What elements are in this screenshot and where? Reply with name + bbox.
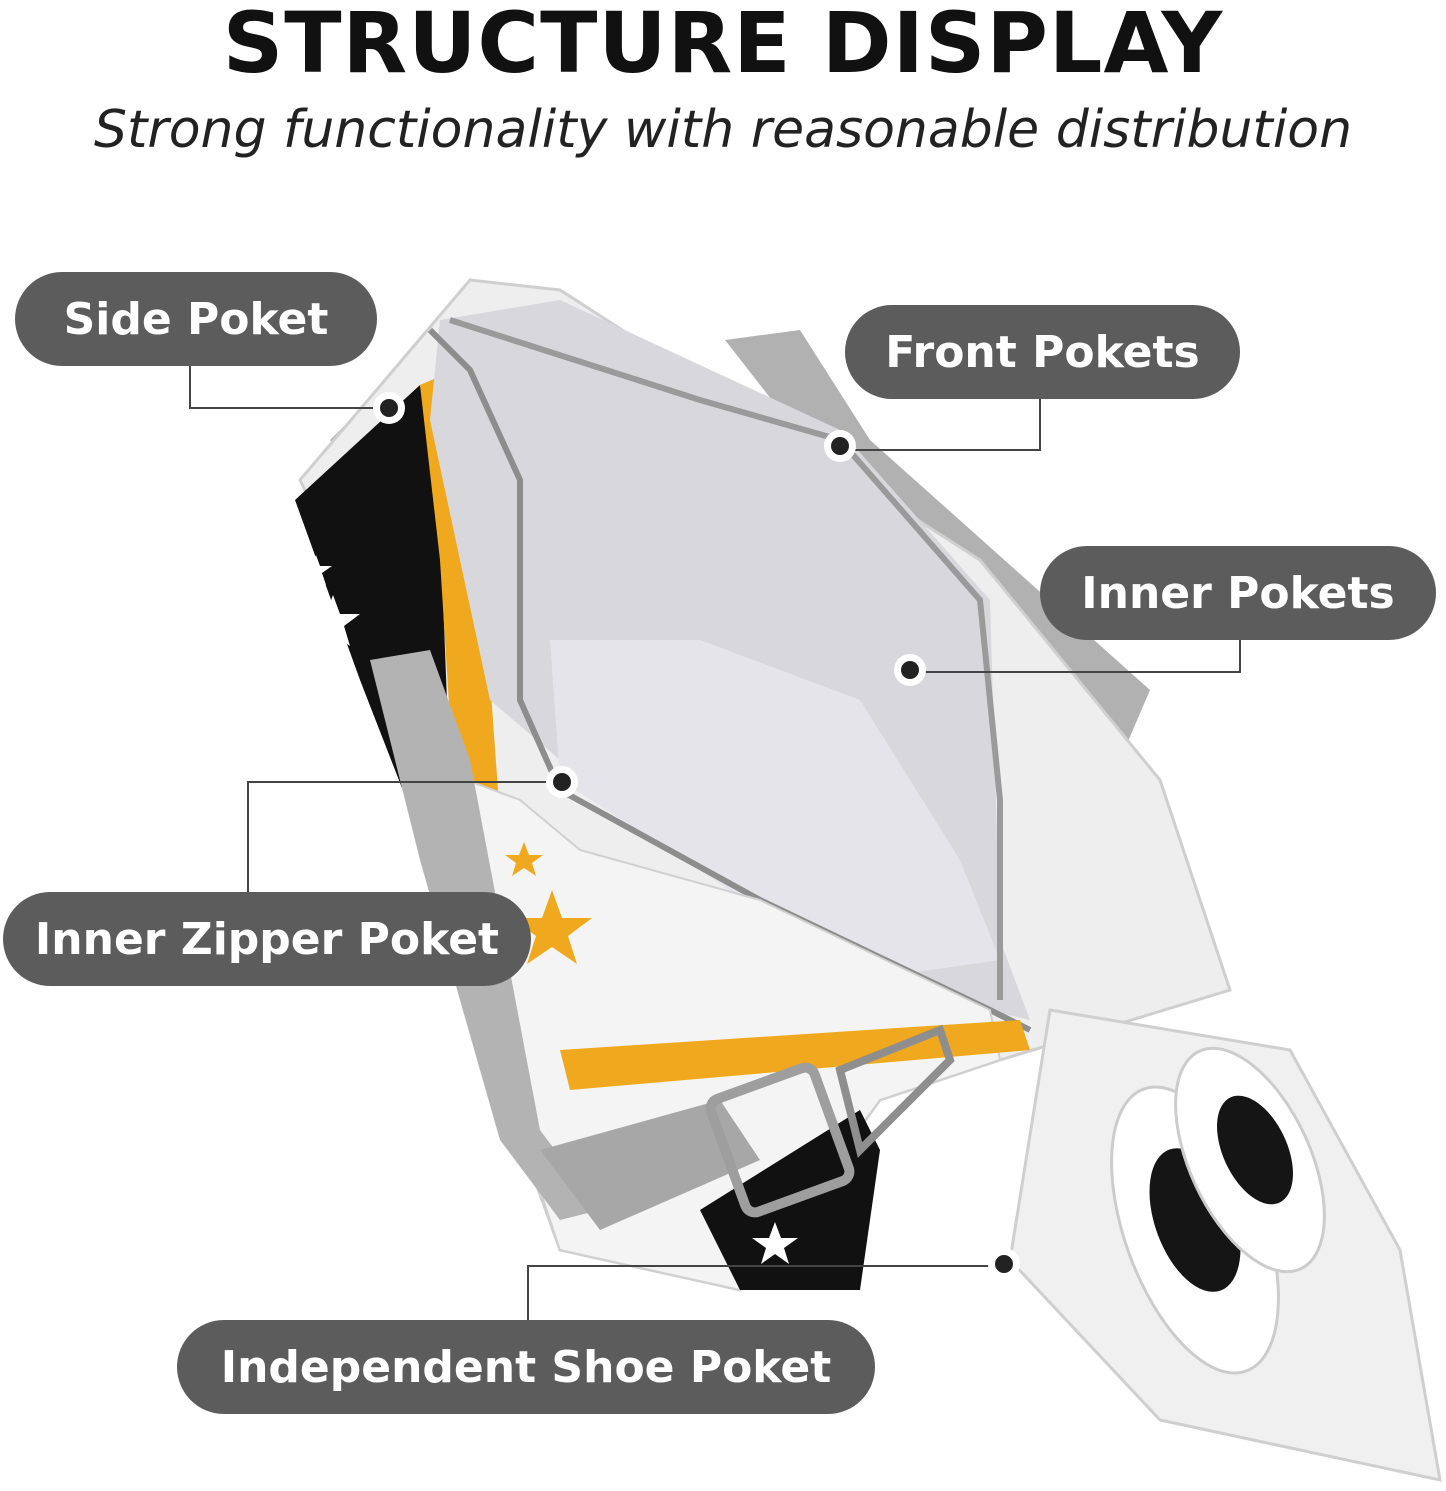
shoe-right-opening (1217, 1095, 1293, 1205)
page-subtitle: Strong functionality with reasonable dis… (93, 100, 1353, 160)
callout-inner-pokets: Inner Pokets (1040, 546, 1436, 640)
callout-side-poket: Side Poket (15, 272, 377, 366)
star-group-front (505, 842, 592, 964)
callout-front-pokets: Front Pokets (845, 305, 1240, 399)
shoulder-strap-lower (540, 1100, 760, 1230)
page-title: STRUCTURE DISPLAY (222, 0, 1224, 92)
callout-label: Inner Zipper Poket (34, 913, 500, 965)
callout-label: Side Poket (63, 293, 329, 345)
callout-independent-shoe-poket: Independent Shoe Poket (177, 1320, 875, 1414)
front-zipper (449, 317, 1003, 1000)
leader-dots (373, 392, 1020, 1280)
callout-label: Independent Shoe Poket (220, 1341, 832, 1393)
callout-label: Inner Pokets (1081, 567, 1395, 619)
callout-inner-zipper-poket: Inner Zipper Poket (3, 892, 531, 986)
strap-clip (835, 1024, 955, 1158)
star-group-left (294, 555, 360, 646)
star-group-bottom (752, 1222, 798, 1264)
strap-buckle (705, 1062, 855, 1218)
leader-lines (189, 366, 1241, 1320)
inner-pocket-panel (550, 640, 1000, 980)
callout-label: Front Pokets (885, 326, 1200, 378)
